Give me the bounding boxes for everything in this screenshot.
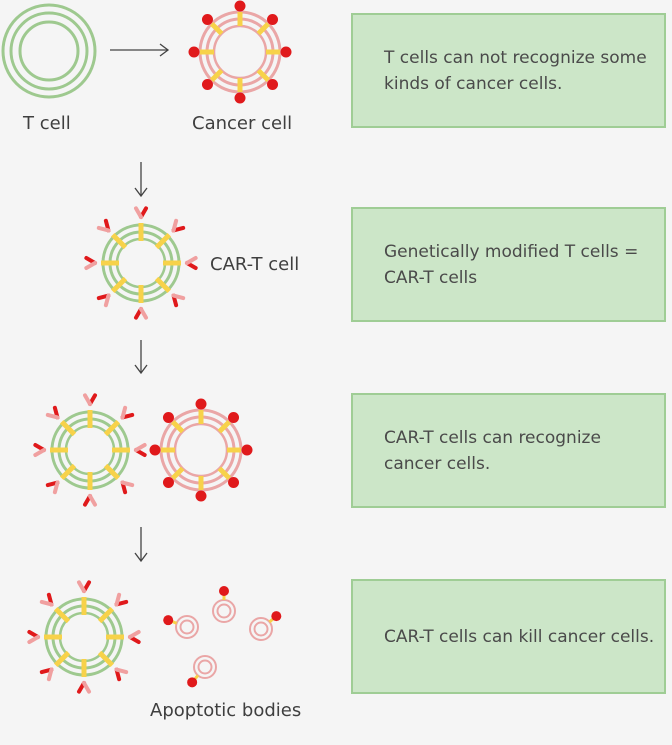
car-receptor-arm: [77, 580, 86, 593]
car-receptor-arm: [52, 480, 60, 495]
antigen-head: [162, 477, 174, 489]
car-receptor-arm: [171, 293, 186, 301]
antigen-head: [271, 611, 282, 622]
car-receptor-arm: [46, 667, 54, 682]
step-text: CAR-T cells can recognize cancer cells.: [384, 427, 601, 474]
car-t-cell-label: CAR-T cell: [210, 254, 300, 275]
apoptotic-body-membrane: [253, 621, 269, 637]
car-receptor-arm: [171, 218, 179, 233]
car-receptor-stalk: [110, 232, 128, 250]
car-receptor-arm: [82, 681, 91, 694]
cell-membrane: [173, 422, 229, 478]
car-t-cell: [33, 393, 147, 507]
antigen-stalk: [256, 68, 271, 83]
antigen-head: [280, 46, 292, 58]
cancer-cell: [188, 0, 292, 104]
car-receptor-arm: [120, 480, 135, 488]
antigen-head: [228, 411, 240, 423]
step-box-3: CAR-T cells can recognize cancer cells.: [351, 393, 666, 508]
car-t-cell: [27, 580, 141, 694]
car-receptor-stalk: [59, 463, 77, 481]
antigen-stalk: [170, 419, 185, 434]
apoptotic-bodies-label: Apoptotic bodies: [150, 700, 302, 721]
antigen-head: [163, 615, 174, 626]
car-receptor-arm: [103, 293, 111, 308]
antigen-stalk: [217, 419, 232, 434]
car-receptor-stalk: [154, 276, 172, 294]
arrow-down-icon: [134, 340, 148, 375]
car-receptor-stalk: [97, 606, 115, 624]
apoptotic-body-membrane: [216, 603, 232, 619]
car-receptor-arm: [39, 599, 54, 607]
car-receptor-stalk: [53, 650, 71, 668]
antigen-head: [195, 398, 207, 410]
car-receptor-arm: [185, 256, 198, 265]
car-receptor-arm: [27, 635, 40, 644]
arrow-down-icon: [134, 162, 148, 198]
car-t-cell: [84, 206, 198, 320]
car-receptor-stalk: [53, 606, 71, 624]
step-text: T cells can not recognize some kinds of …: [384, 47, 647, 94]
antigen-head: [149, 444, 161, 456]
antigen-head: [234, 92, 246, 104]
arrow-right-icon: [110, 43, 170, 57]
antigen-head: [219, 586, 229, 596]
antigen-head: [228, 477, 240, 489]
car-receptor-arm: [134, 206, 143, 219]
antigen-head: [201, 79, 213, 91]
apoptotic-bodies: [163, 586, 282, 688]
antigen-stalk: [170, 466, 185, 481]
car-receptor-arm: [83, 393, 92, 406]
antigen-head: [267, 79, 279, 91]
car-receptor-stalk: [97, 650, 115, 668]
car-receptor-arm: [96, 225, 111, 233]
cancer-cell-label: Cancer cell: [192, 113, 293, 134]
car-receptor-stalk: [110, 276, 128, 294]
antigen-head: [267, 13, 279, 25]
antigen-stalk: [217, 466, 232, 481]
t-cell-label: T cell: [23, 113, 71, 134]
cancer-cell: [149, 398, 253, 502]
car-receptor-arm: [45, 412, 60, 420]
car-receptor-arm: [84, 261, 97, 270]
apoptotic-body-membrane: [175, 615, 199, 639]
antigen-head: [234, 0, 246, 12]
apoptotic-body-membrane: [212, 599, 236, 623]
car-receptor-arm: [88, 494, 97, 507]
step-text: CAR-T cells can kill cancer cells.: [384, 626, 655, 647]
car-receptor-stalk: [154, 232, 172, 250]
step-box-1: T cells can not recognize some kinds of …: [351, 13, 666, 128]
car-receptor-arm: [134, 443, 147, 452]
antigen-stalk: [256, 21, 271, 36]
antigen-head: [162, 411, 174, 423]
antigen-head: [188, 46, 200, 58]
car-receptor-arm: [33, 448, 46, 457]
car-receptor-arm: [114, 592, 122, 607]
step-box-2: Genetically modified T cells = CAR-T cel…: [351, 207, 666, 322]
car-receptor-arm: [128, 630, 141, 639]
cell-membrane: [212, 24, 268, 80]
car-receptor-arm: [114, 667, 129, 675]
car-receptor-arm: [120, 405, 128, 420]
apoptotic-body-membrane: [179, 619, 195, 635]
car-receptor-stalk: [103, 463, 121, 481]
antigen-stalk: [209, 21, 224, 36]
car-receptor-stalk: [59, 419, 77, 437]
antigen-head: [195, 490, 207, 502]
arrow-down-icon: [134, 527, 148, 563]
antigen-head: [187, 677, 198, 688]
step-box-4: CAR-T cells can kill cancer cells.: [351, 579, 666, 694]
step-text: Genetically modified T cells = CAR-T cel…: [384, 241, 639, 288]
car-receptor-arm: [139, 307, 148, 320]
apoptotic-body-membrane: [197, 659, 213, 675]
apoptotic-body-membrane: [193, 655, 217, 679]
t-cell: [1, 3, 97, 99]
antigen-stalk: [209, 68, 224, 83]
antigen-head: [201, 13, 213, 25]
car-receptor-stalk: [103, 419, 121, 437]
antigen-head: [241, 444, 253, 456]
apoptotic-body-membrane: [249, 617, 273, 641]
